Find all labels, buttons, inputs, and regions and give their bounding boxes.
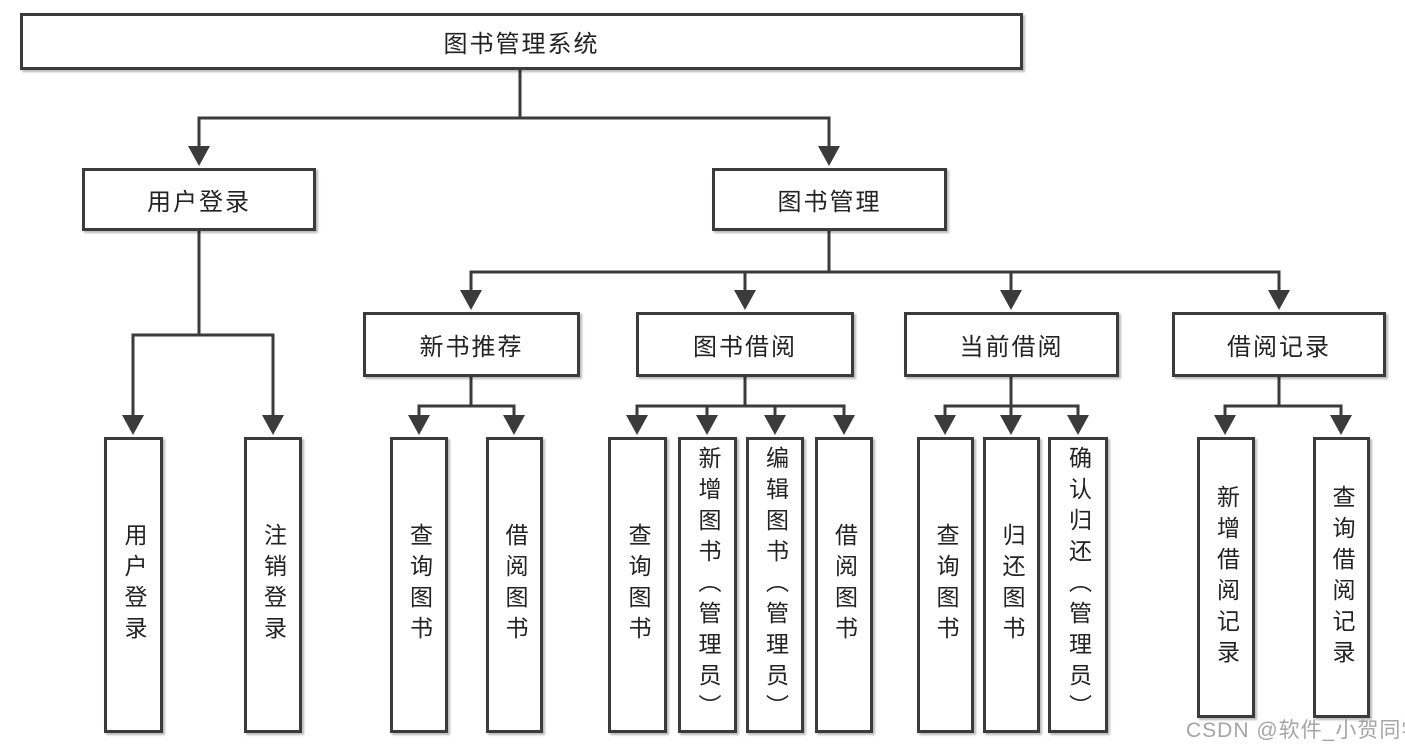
leaf-logout: 注销登录 (244, 437, 302, 733)
connector-borrow-bus (635, 404, 846, 420)
node-current-borrowing: 当前借阅 (904, 312, 1119, 377)
leaf-query-borrow-record: 查询借阅记录 (1313, 437, 1370, 718)
node-root: 图书管理系统 (20, 13, 1023, 70)
node-book-management: 图书管理 (712, 168, 947, 231)
csdn-watermark: CSDN @软件_小贺同学 (1186, 719, 1405, 742)
leaf-query-books-borrowing: 查询图书 (608, 437, 667, 733)
leaf-confirm-return-admin: 确认归还（管理员） (1048, 437, 1108, 733)
leaf-add-borrow-record: 新增借阅记录 (1197, 437, 1255, 718)
leaf-query-books-current: 查询图书 (917, 437, 974, 733)
leaf-return-books: 归还图书 (983, 437, 1040, 733)
node-new-book-recommend: 新书推荐 (363, 312, 580, 377)
arrowheads (122, 146, 1352, 435)
node-book-borrowing: 图书借阅 (636, 312, 854, 377)
leaf-add-books-admin: 新增图书（管理员） (678, 437, 737, 733)
connector-level3-bus (469, 270, 1281, 295)
connector-userlogin-bus (131, 333, 275, 420)
node-borrowing-records: 借阅记录 (1172, 312, 1386, 377)
connector-level2-bus (197, 116, 831, 150)
connector-newbook-bus (417, 404, 516, 420)
node-user-login: 用户登录 (82, 168, 316, 231)
leaf-borrow-books-recommend: 借阅图书 (486, 437, 543, 733)
leaf-borrow-books: 借阅图书 (815, 437, 873, 733)
connector-records-bus (1223, 404, 1343, 420)
leaf-user-login: 用户登录 (104, 437, 163, 733)
leaf-query-books-recommend: 查询图书 (390, 437, 448, 733)
leaf-edit-books-admin: 编辑图书（管理员） (746, 437, 804, 733)
